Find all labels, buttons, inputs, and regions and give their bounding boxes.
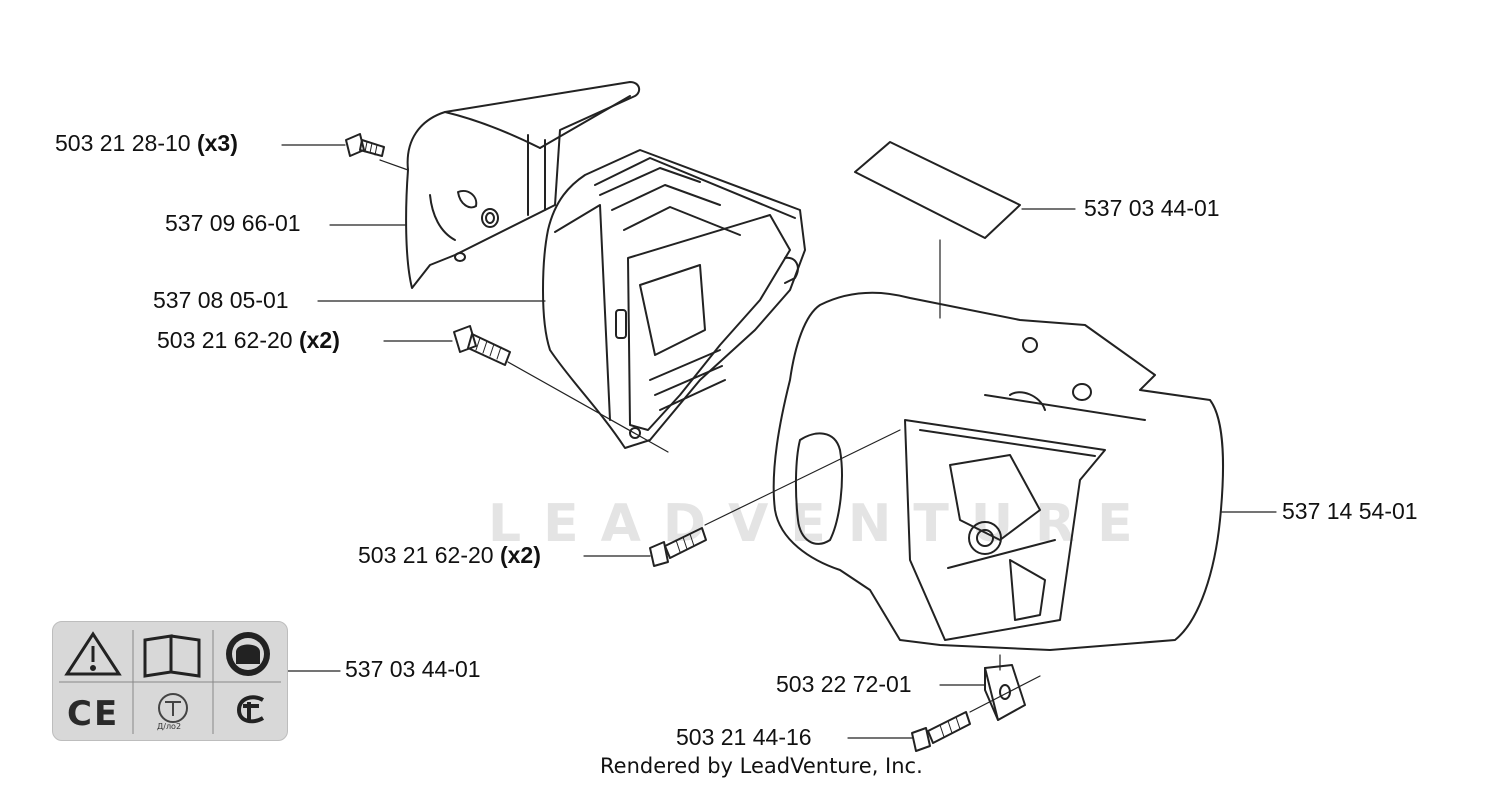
footer-credit: Rendered by LeadVenture, Inc. [600, 754, 923, 778]
certification-mark-icon [236, 695, 265, 724]
manual-book-icon [143, 634, 201, 678]
screw-503-21-28-10 [345, 133, 385, 157]
label-housing: 537 14 54-01 [1282, 498, 1418, 524]
gost-mark-icon [158, 693, 188, 723]
label-screw-x2-lower: 503 21 62-20 (x2) [358, 542, 541, 568]
label-decal-rect: 537 03 44-01 [1084, 195, 1220, 221]
label-screw-x3: 503 21 28-10 (x3) [55, 130, 238, 156]
top-cover-537-09-66-01 [405, 81, 641, 289]
ear-protection-icon [226, 632, 270, 676]
housing-537-14-54-01 [772, 291, 1224, 651]
ce-mark-icon: CE [67, 694, 120, 734]
watermark: LEADVENTURE [488, 494, 1155, 554]
label-warning-decal: 537 03 44-01 [345, 656, 481, 682]
warning-decal-537-03-44-01: CE Д/ло2 [52, 621, 288, 741]
label-clip: 503 22 72-01 [776, 671, 912, 697]
gost-code-text: Д/ло2 [157, 722, 182, 731]
cylinder-cover-537-08-05-01 [542, 149, 806, 449]
clip-503-22-72-01 [984, 664, 1026, 721]
label-screw-bottom: 503 21 44-16 [676, 724, 812, 750]
label-cover-top: 537 09 66-01 [165, 210, 301, 236]
label-cylinder-cover: 537 08 05-01 [153, 287, 289, 313]
screw-503-21-62-20-lower [649, 527, 707, 567]
label-screw-x2-upper: 503 21 62-20 (x2) [157, 327, 340, 353]
screw-503-21-44-16 [911, 711, 971, 752]
decal-537-03-44-01 [854, 141, 1021, 239]
warning-triangle-icon [64, 631, 122, 676]
screw-503-21-62-20-upper [453, 325, 511, 366]
